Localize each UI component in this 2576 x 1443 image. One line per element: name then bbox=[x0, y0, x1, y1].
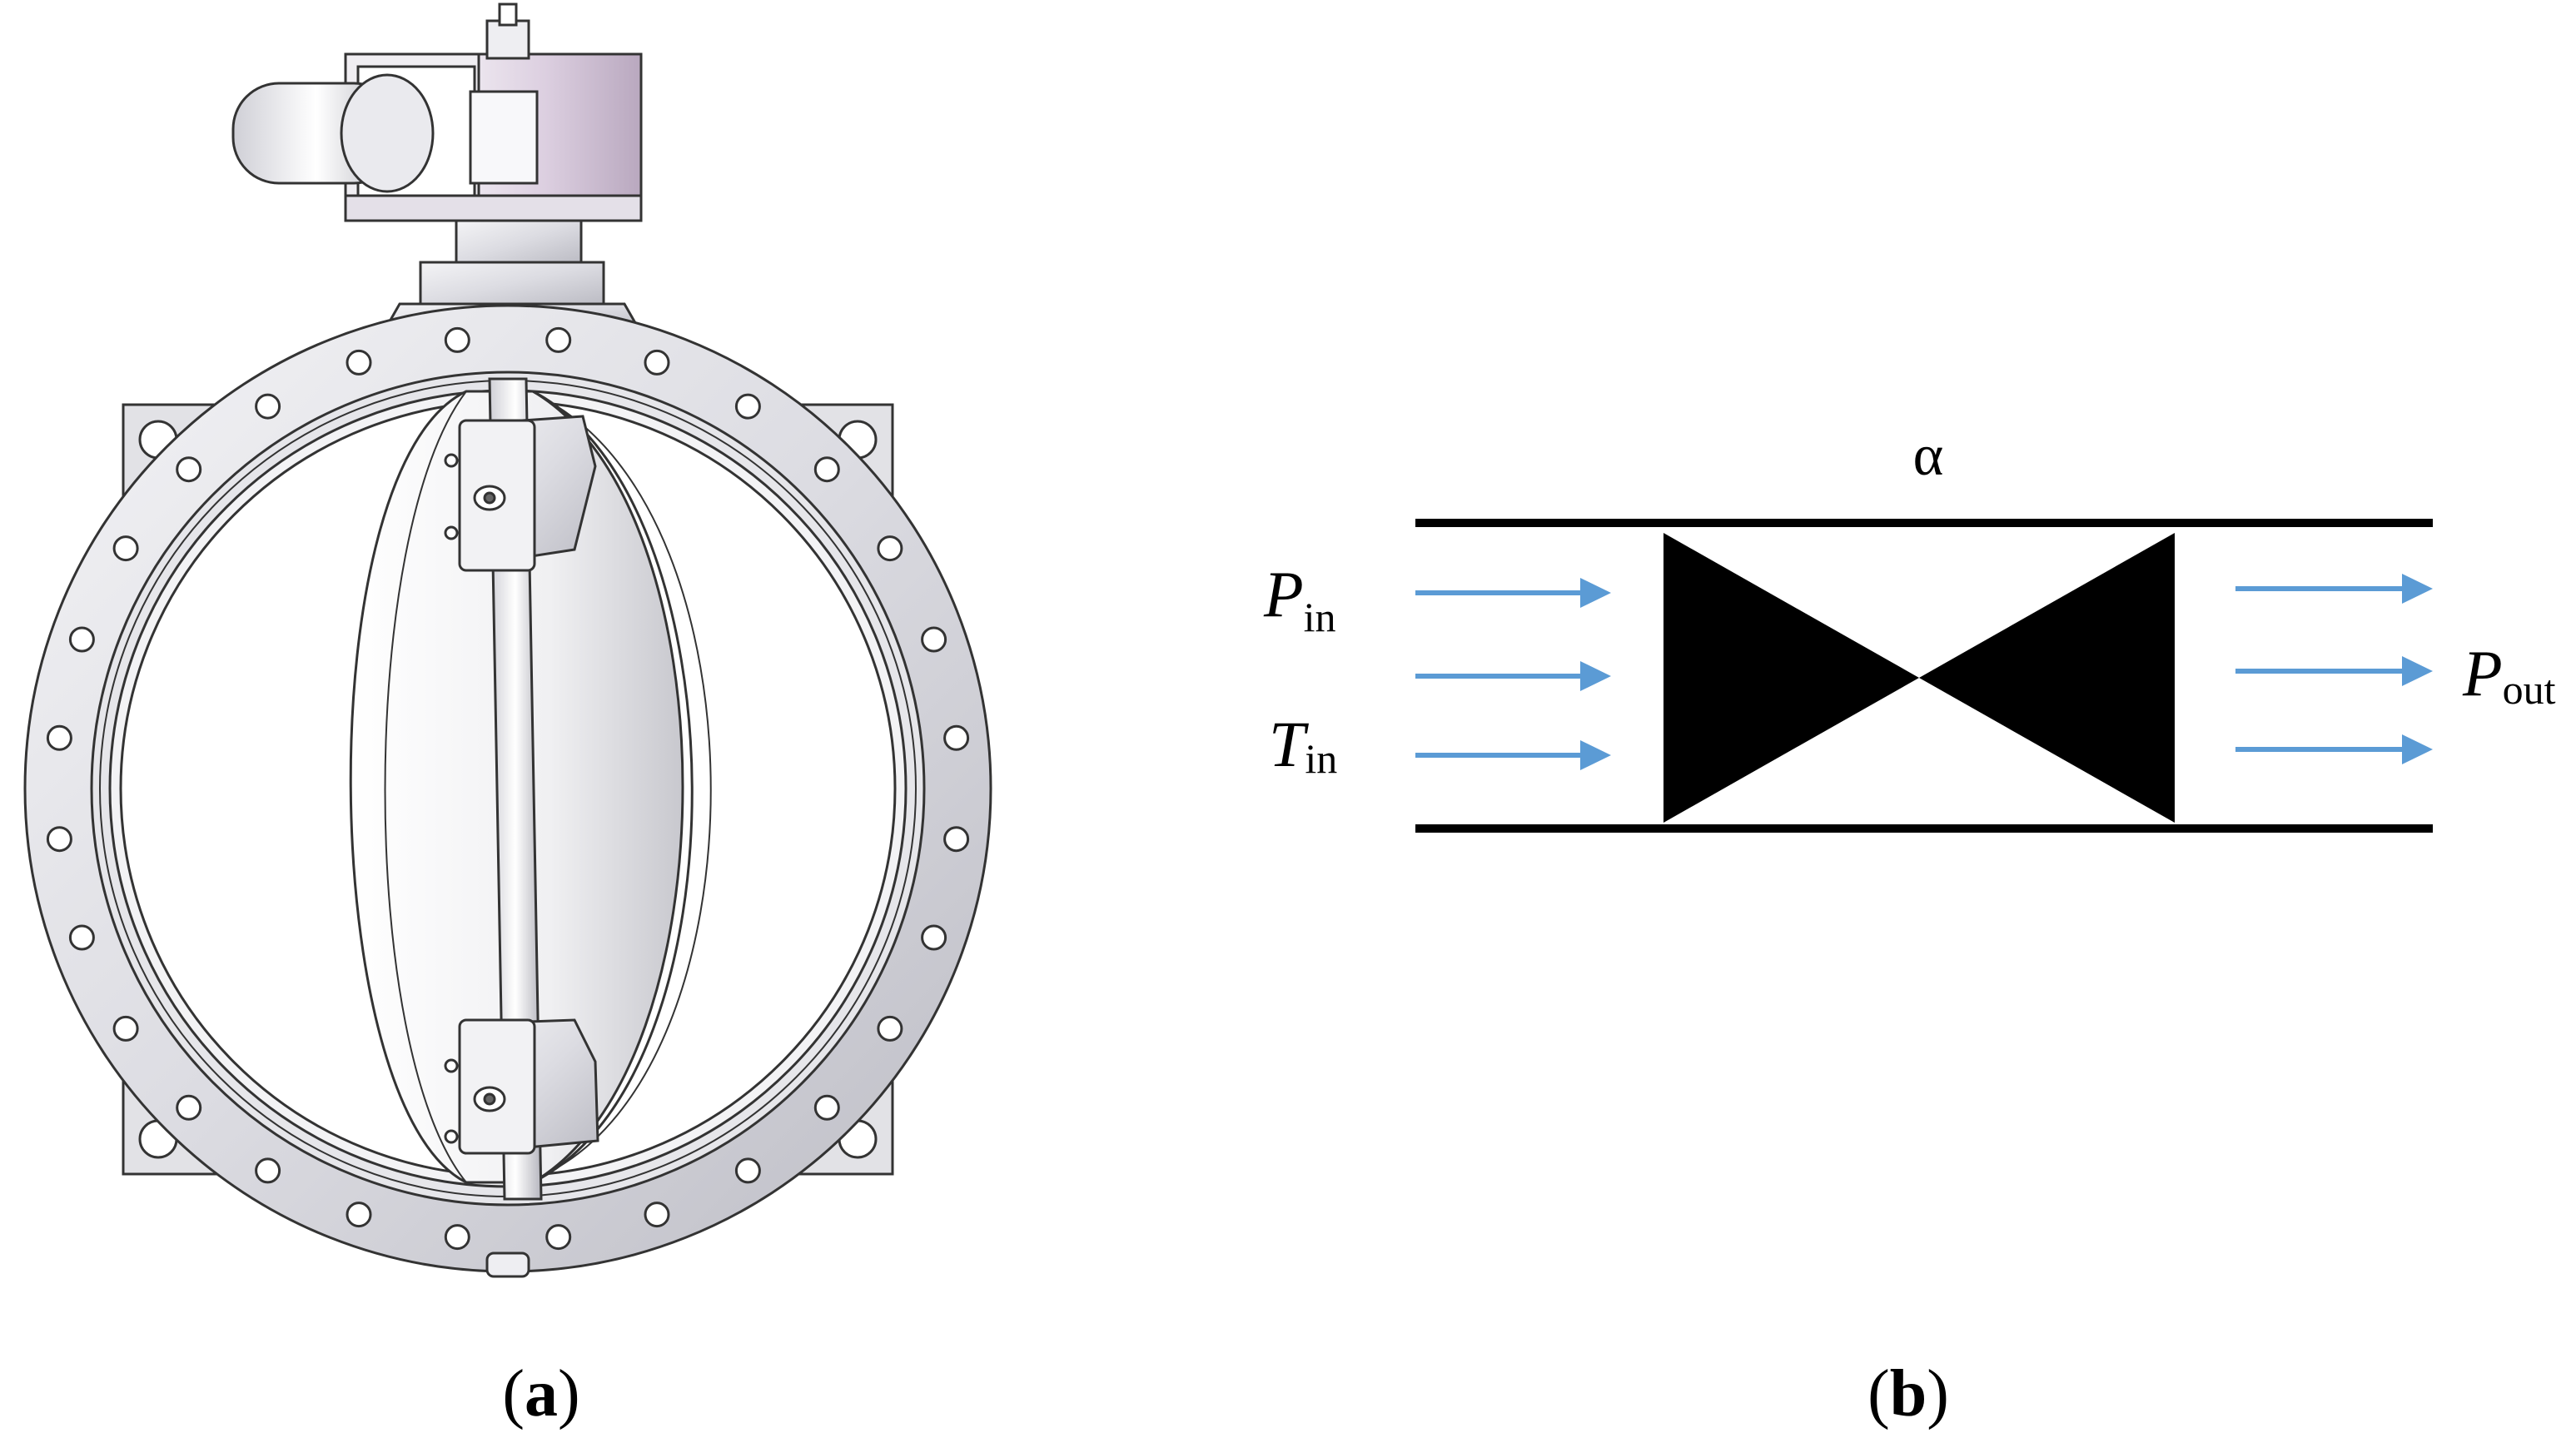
outlet-arrowhead bbox=[2402, 656, 2433, 686]
inlet-pressure-label: Pin bbox=[1263, 558, 1336, 640]
shaft-pin-icon bbox=[483, 491, 496, 505]
flange-bolt-hole bbox=[346, 349, 372, 376]
flange-bolt-hole bbox=[943, 826, 970, 853]
inlet-arrowhead bbox=[1580, 661, 1611, 691]
valve-shaft bbox=[488, 377, 543, 1201]
lower-shaft-clamp bbox=[458, 1018, 536, 1155]
caption-b-letter: b bbox=[1890, 1357, 1927, 1431]
valve-symbol-left bbox=[1663, 533, 1919, 823]
outlet-pressure-symbol: P bbox=[2462, 637, 2503, 709]
flange-bolt-hole bbox=[943, 724, 970, 751]
flange-bolt-hole bbox=[444, 326, 470, 353]
flange-bolt-hole bbox=[545, 326, 572, 353]
flange-bolt-hole bbox=[734, 393, 761, 420]
boss-bolt bbox=[444, 1129, 459, 1144]
flange-bolt-hole bbox=[644, 1202, 670, 1228]
inlet-arrowhead bbox=[1580, 578, 1611, 608]
caption-b-close: ) bbox=[1927, 1357, 1949, 1431]
flange-bolt-hole bbox=[255, 1157, 281, 1184]
caption-b-open: ( bbox=[1867, 1357, 1890, 1431]
flange-bolt-hole bbox=[877, 1015, 903, 1042]
actuator-motor-end bbox=[340, 73, 435, 193]
valve-disc-face bbox=[384, 391, 467, 1183]
flange-bolt-hole bbox=[112, 1015, 139, 1042]
flange-bolt-hole bbox=[813, 1094, 840, 1121]
inlet-temperature-symbol: T bbox=[1269, 708, 1309, 780]
flange-bolt-hole bbox=[921, 626, 947, 653]
inlet-pressure-symbol: P bbox=[1263, 558, 1304, 630]
flange-bolt-hole bbox=[346, 1202, 372, 1228]
flange-bolt-hole bbox=[545, 1224, 572, 1251]
valve-neck bbox=[419, 261, 605, 306]
inlet-arrowhead bbox=[1580, 740, 1611, 770]
valve-schematic: α Pin Tin Pout bbox=[1263, 424, 2556, 833]
outlet-arrows bbox=[2235, 574, 2433, 764]
outlet-arrowhead bbox=[2402, 574, 2433, 604]
flange-bolt-hole bbox=[176, 1094, 202, 1121]
outlet-pressure-subscript: out bbox=[2503, 666, 2556, 713]
valve-angle-label: α bbox=[1913, 424, 1944, 488]
actuator-mount-plate bbox=[344, 194, 643, 222]
caption-a: (a) bbox=[502, 1357, 579, 1431]
inlet-temperature-label: Tin bbox=[1269, 708, 1337, 782]
caption-b: (b) bbox=[1867, 1357, 1949, 1431]
valve-symbol-right bbox=[1919, 533, 2175, 823]
outlet-arrowhead bbox=[2402, 734, 2433, 764]
flange-bolt-hole bbox=[921, 924, 947, 951]
flange-bolt-hole bbox=[112, 535, 139, 562]
inlet-arrows bbox=[1415, 578, 1611, 770]
flange-bolt-hole bbox=[46, 826, 72, 853]
inlet-temperature-subscript: in bbox=[1305, 735, 1337, 782]
actuator-spindle-top bbox=[498, 2, 518, 27]
shaft-pin-icon bbox=[483, 1092, 496, 1106]
flange-bolt-hole bbox=[444, 1224, 470, 1251]
caption-a-open: ( bbox=[502, 1357, 525, 1431]
flange-bolt-holes bbox=[46, 326, 970, 1251]
inlet-pressure-subscript: in bbox=[1304, 594, 1336, 640]
flange-bolt-hole bbox=[176, 456, 202, 483]
butterfly-valve-illustration bbox=[23, 2, 992, 1278]
caption-a-letter: a bbox=[525, 1357, 558, 1431]
actuator-gear bbox=[469, 90, 539, 185]
flange-bolt-hole bbox=[877, 535, 903, 562]
flange-bolt-hole bbox=[46, 724, 72, 751]
flange-bolt-hole bbox=[255, 393, 281, 420]
valve-disc-edge bbox=[532, 390, 694, 1184]
flange-bolt-hole bbox=[644, 349, 670, 376]
actuator-mount-base bbox=[455, 219, 583, 264]
boss-bolt bbox=[444, 453, 459, 468]
boss-bolt bbox=[444, 525, 459, 540]
outlet-pressure-label: Pout bbox=[2462, 637, 2556, 713]
boss-bolt bbox=[444, 1058, 459, 1073]
bottom-plug bbox=[485, 1251, 530, 1278]
flange-bolt-hole bbox=[813, 456, 840, 483]
actuator-spindle bbox=[485, 19, 530, 60]
flange-bolt-hole bbox=[68, 626, 95, 653]
actuator bbox=[231, 2, 643, 264]
caption-a-close: ) bbox=[558, 1357, 580, 1431]
flange-bolt-hole bbox=[734, 1157, 761, 1184]
flange-bolt-hole bbox=[68, 924, 95, 951]
valve-disc-edge bbox=[545, 399, 712, 1175]
